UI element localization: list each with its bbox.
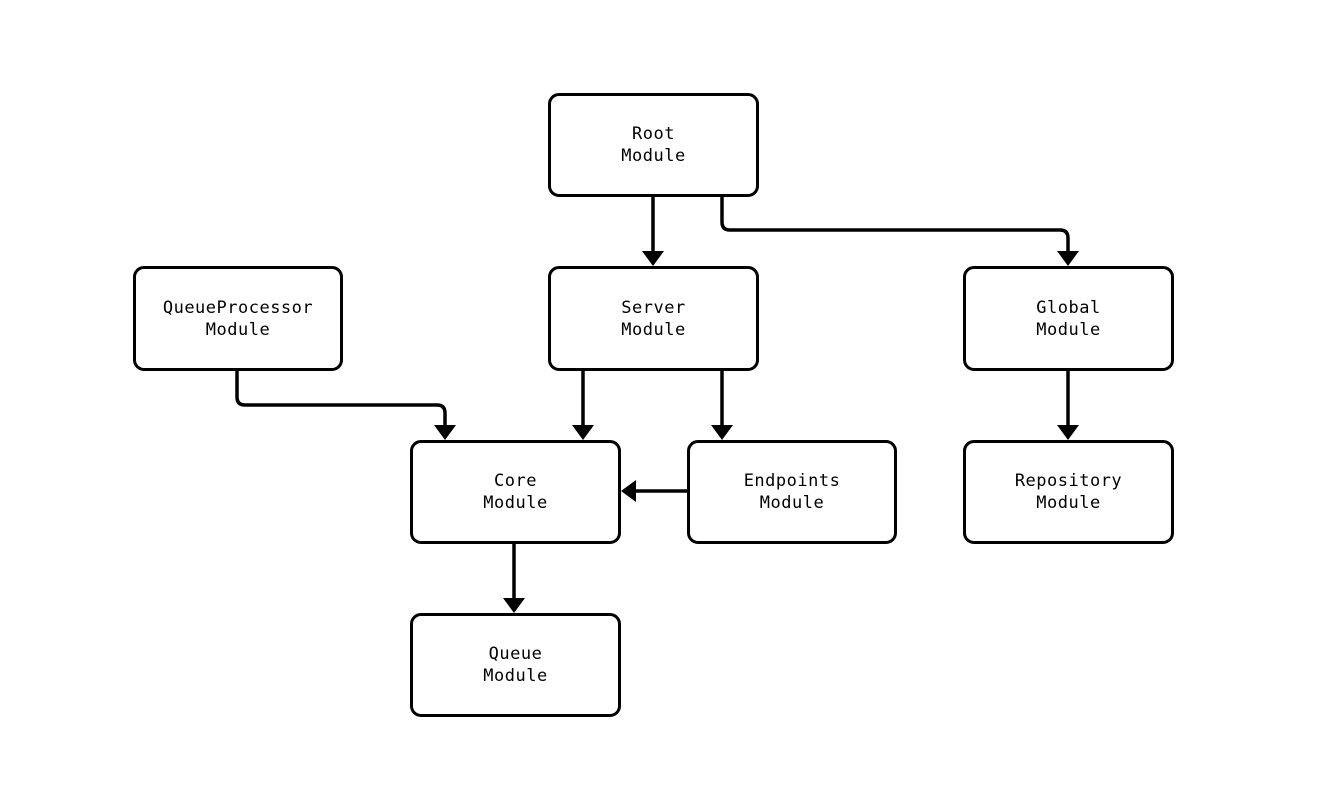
arrowhead-server-to-core (572, 425, 594, 440)
node-endpoints-title: Endpoints (743, 471, 841, 491)
node-queueprocessor-title: QueueProcessor (162, 297, 314, 318)
node-global-subtitle: Module (1036, 319, 1101, 340)
arrowhead-server-to-endpoints (711, 425, 733, 440)
node-repository-title: Repository (1014, 471, 1123, 491)
arrowhead-core-to-queue (503, 598, 525, 613)
node-server-title: Server (621, 297, 686, 318)
node-queue[interactable]: Queue Module (410, 613, 621, 717)
node-root-title: Root (632, 124, 675, 144)
node-core[interactable]: Core Module (410, 440, 621, 544)
node-global[interactable]: Global Module (963, 266, 1174, 371)
node-core-subtitle: Module (483, 493, 548, 513)
edge-root-to-global (720, 197, 1070, 256)
node-queueprocessor-subtitle: Module (205, 319, 271, 340)
node-root[interactable]: Root Module (548, 93, 759, 197)
node-server-subtitle: Module (621, 319, 686, 340)
node-core-title: Core (494, 471, 537, 491)
node-root-subtitle: Module (621, 146, 686, 166)
node-repository[interactable]: Repository Module (963, 440, 1174, 544)
node-server[interactable]: Server Module (548, 266, 759, 371)
node-queueprocessor[interactable]: QueueProcessor Module (133, 266, 343, 371)
node-endpoints[interactable]: Endpoints Module (687, 440, 897, 544)
edge-queueprocessor-to-core (235, 371, 447, 430)
arrowhead-root-to-server (642, 251, 664, 266)
node-endpoints-subtitle: Module (759, 493, 825, 513)
node-repository-subtitle: Module (1036, 493, 1101, 513)
arrowhead-root-to-global (1057, 251, 1079, 266)
arrowhead-queueprocessor-to-core (434, 425, 456, 440)
node-global-title: Global (1036, 297, 1101, 318)
arrowhead-global-to-repository (1057, 425, 1079, 440)
arrowhead-endpoints-to-core (621, 480, 636, 502)
node-queue-title: Queue (488, 644, 543, 664)
node-queue-subtitle: Module (483, 666, 548, 686)
